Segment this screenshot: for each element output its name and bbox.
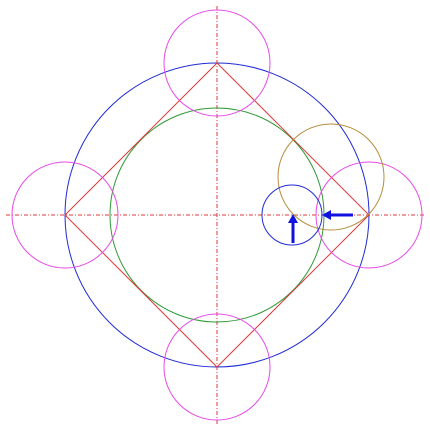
- tangent-circle: [277, 123, 385, 231]
- arrow-left: [322, 210, 353, 220]
- corner-circle-right: [315, 161, 423, 269]
- arrow-left-head: [322, 210, 331, 220]
- arrow-up: [288, 214, 298, 243]
- arrow-up-head: [288, 214, 298, 223]
- corner-circle-left: [11, 161, 119, 269]
- corner-circle-bottom: [163, 313, 271, 421]
- corner-circle-top: [163, 9, 271, 117]
- inscribed-square: [64, 62, 370, 368]
